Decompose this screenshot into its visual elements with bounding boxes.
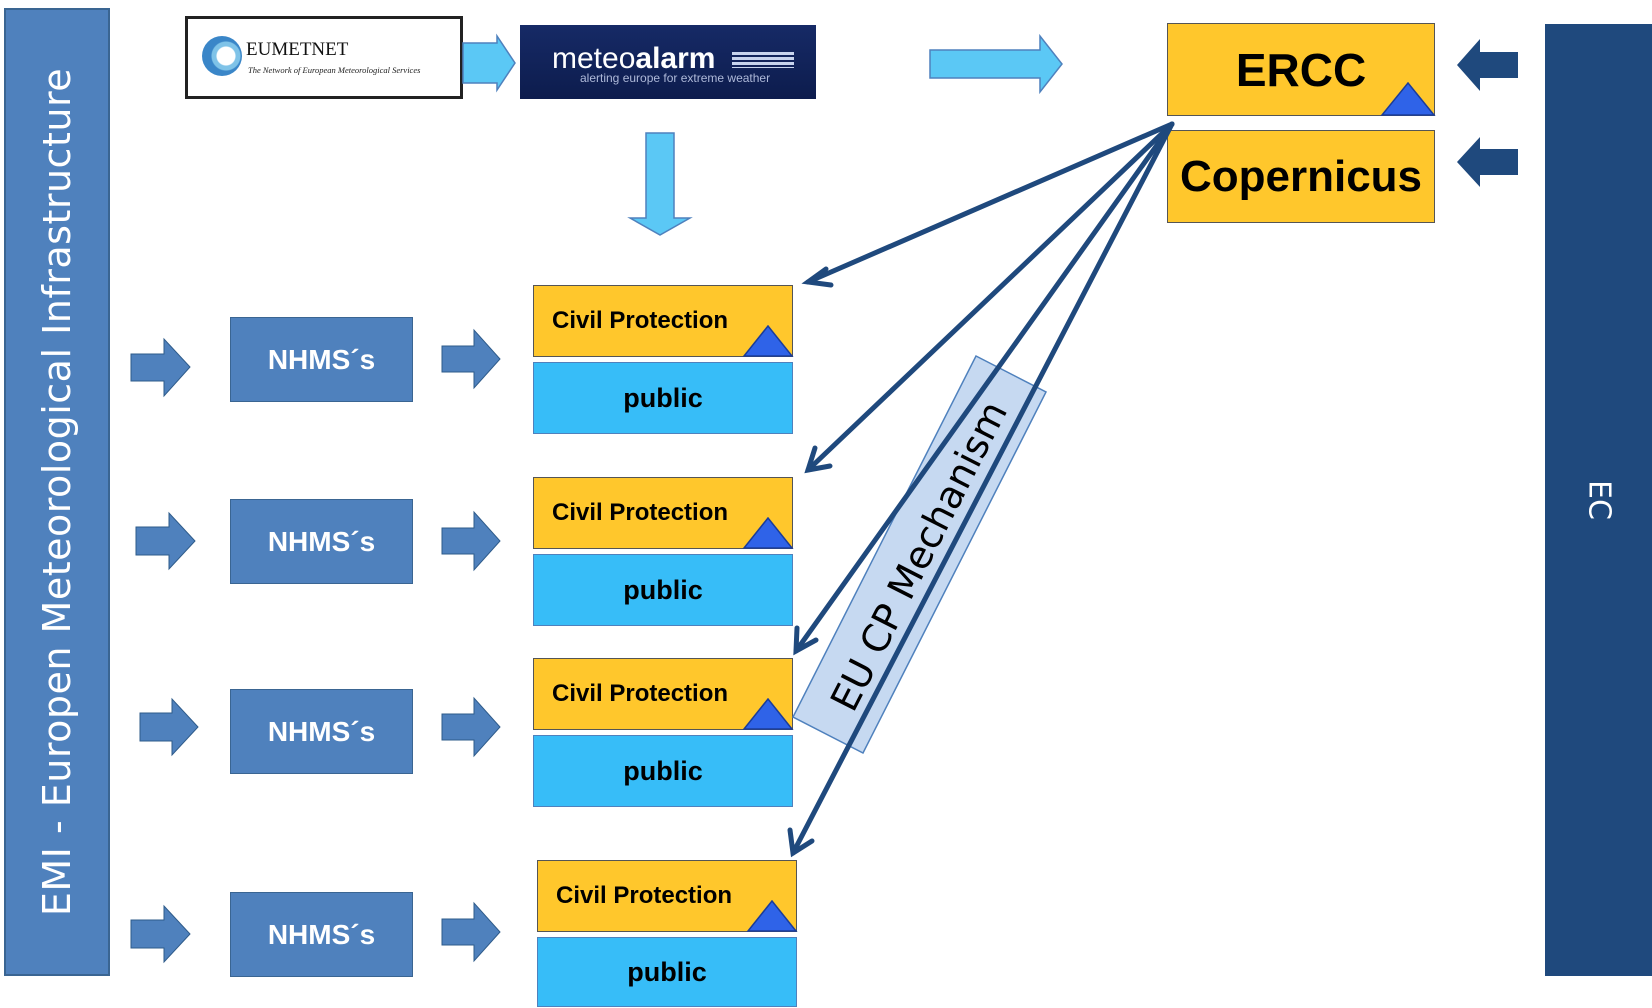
public-box: public [533, 554, 793, 626]
public-box: public [533, 362, 793, 434]
meteoalarm-logo: meteoalarm alerting europe for extreme w… [520, 25, 816, 99]
warning-triangle-icon [1380, 82, 1436, 116]
eumetnet-emblem-icon [202, 36, 242, 76]
ec-bar: EC [1545, 24, 1652, 976]
link-ercc-civil-4 [790, 121, 1175, 856]
public-label: public [623, 574, 703, 605]
arrow-meteoalarm-down [627, 132, 693, 236]
civil-protection-label: Civil Protection [552, 499, 729, 526]
arrow-ec-to-copernicus [1457, 137, 1518, 187]
warning-triangle-icon [742, 698, 794, 730]
arrow-meteoalarm-to-ercc [929, 33, 1063, 95]
arrow-emi-to-nhms [130, 337, 191, 398]
nhms-label: NHMS´s [267, 715, 376, 747]
link-ercc-civil-2 [805, 121, 1175, 473]
civil-protection-label: Civil Protection [556, 882, 733, 909]
emi-bar: EMI - Europen Meteorological Infrastruct… [4, 8, 110, 976]
eumetnet-logo: EUMETNET The Network of European Meteoro… [185, 16, 463, 99]
nhms-label: NHMS´s [267, 918, 376, 950]
output-arrows [441, 328, 501, 963]
public-label: public [627, 956, 707, 987]
nhms-box: NHMS´s [230, 499, 413, 584]
meteoalarm-wordmark: meteoalarm [552, 42, 715, 76]
civil-protection-label: Civil Protection [552, 307, 729, 334]
civil-protection-label: Civil Protection [552, 680, 729, 707]
link-ercc-civil-4-head-icon [787, 827, 815, 858]
arrow-emi-to-nhms [130, 904, 191, 964]
copernicus-box: Copernicus [1167, 130, 1435, 223]
civil-protection-box: Civil Protection [537, 860, 798, 932]
input-arrows [130, 337, 199, 964]
arrow-emi-to-nhms [135, 511, 196, 571]
ercc-label: ERCC [1235, 43, 1367, 96]
public-label: public [623, 382, 703, 413]
link-ercc-civil-1-head-icon [801, 266, 834, 288]
copernicus-label: Copernicus [1179, 151, 1423, 201]
public-box: public [533, 735, 793, 807]
eu-cp-mechanism-band [791, 354, 1048, 755]
arrow-emi-to-nhms [139, 697, 199, 757]
meteoalarm-word-light: meteo [552, 42, 636, 75]
civil-protection-box: Civil Protection [533, 477, 794, 549]
link-ercc-civil-1 [805, 121, 1175, 285]
ercc-connectors [787, 121, 1175, 858]
ercc-box: ERCC [1167, 23, 1436, 116]
public-label: public [623, 755, 703, 786]
eumetnet-tagline: The Network of European Meteorological S… [248, 65, 421, 75]
meteoalarm-tagline: alerting europe for extreme weather [580, 71, 771, 85]
warning-triangle-icon [742, 325, 794, 357]
public-box: public [537, 937, 797, 1007]
link-ercc-civil-3 [793, 121, 1175, 654]
civil-protection-box: Civil Protection [533, 658, 794, 730]
arrow-nhms-to-civil-protection [441, 696, 501, 758]
nhms-label: NHMS´s [267, 525, 376, 557]
arrow-nhms-to-civil-protection [441, 510, 501, 572]
nhms-label: NHMS´s [267, 343, 376, 375]
arrow-eumetnet-to-meteoalarm [462, 33, 516, 93]
link-ercc-civil-2-head-icon [804, 445, 833, 474]
link-ercc-civil-3-head-icon [793, 625, 819, 656]
nhms-box: NHMS´s [230, 892, 413, 977]
nhms-box: NHMS´s [230, 689, 413, 774]
meteoalarm-word-bold: alarm [635, 42, 716, 75]
civil-protection-box: Civil Protection [533, 285, 794, 357]
warning-triangle-icon [746, 900, 798, 932]
eu-cp-mechanism-band-shape [791, 354, 1048, 755]
arrow-ec-to-ercc [1457, 39, 1518, 91]
meteoalarm-bars-icon [732, 52, 794, 68]
eumetnet-name: EUMETNET [246, 39, 349, 60]
arrow-nhms-to-civil-protection [441, 901, 501, 963]
arrow-nhms-to-civil-protection [441, 328, 501, 390]
warning-triangle-icon [742, 517, 794, 549]
nhms-box: NHMS´s [230, 317, 413, 402]
